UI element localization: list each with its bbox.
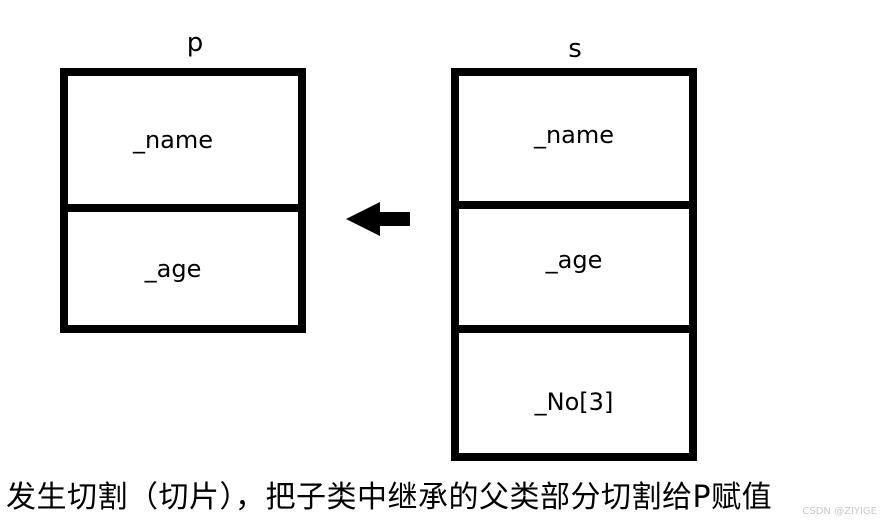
child-field-divider-2: [459, 325, 689, 333]
caption: 发生切割（切片），把子类中继承的父类部分切割给P赋值: [6, 480, 773, 515]
parent-field-divider: [68, 204, 298, 212]
parent-field-name: _name: [132, 126, 214, 154]
child-field-no: _No[3]: [534, 388, 614, 416]
watermark: CSDN @ZIYIGE: [802, 506, 877, 517]
child-object-label: s: [568, 34, 582, 64]
parent-field-age: _age: [144, 254, 202, 283]
parent-object-label: p: [186, 28, 204, 58]
child-field-age: _age: [545, 246, 603, 274]
parent-object-box: _name _age: [60, 68, 306, 333]
child-object-box: _name _age _No[3]: [451, 68, 697, 461]
child-field-name: _name: [533, 120, 615, 149]
left-arrow-icon: [346, 202, 410, 236]
child-field-divider-1: [459, 201, 689, 209]
